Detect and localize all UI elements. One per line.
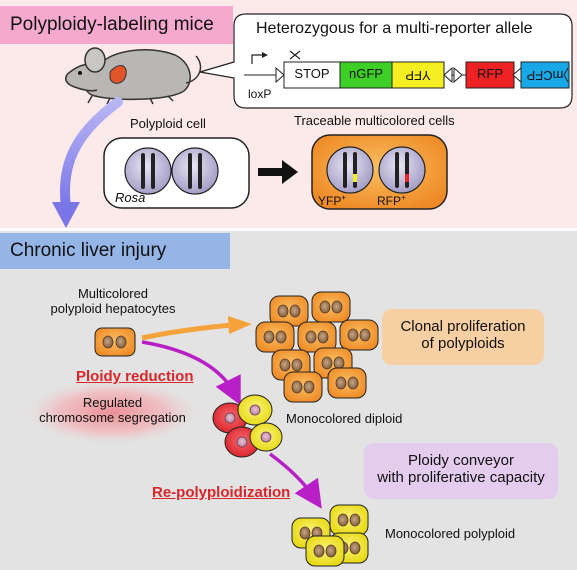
yellow-hepatocyte (305, 535, 345, 567)
traceable-label: Traceable multicolored cells (294, 113, 455, 128)
yfp-box (391, 61, 445, 89)
ploidy-reduction-label: Ploidy reduction (76, 368, 194, 385)
rfp-plus: + (401, 193, 406, 202)
diploid-cluster (212, 394, 283, 458)
clonal-box (382, 309, 544, 365)
orange-hepatocyte (327, 367, 367, 399)
mouse-icon (65, 47, 202, 105)
rfp-text: RFP (377, 194, 401, 208)
bottom-title-bg (0, 233, 230, 269)
segregation-blob (20, 378, 204, 446)
mcfp-label: mCFP (526, 67, 564, 83)
ngfp-box (339, 61, 393, 89)
rfp-box (465, 61, 515, 89)
yellow-hepatocyte (329, 504, 369, 536)
ngfp-label: nGFP (349, 66, 383, 81)
ploidy-reduction-arrow (141, 340, 241, 406)
clonal-arrow (141, 322, 233, 341)
rosa-label: Rosa (115, 190, 146, 205)
re-polyploidization-label: Re-polyploidization (152, 484, 291, 501)
stop-box (283, 61, 341, 89)
start-cells-label: Multicolored polyploid hepatocytes (50, 286, 176, 316)
regulated-segregation-label: Regulated chromosome segregation (39, 395, 186, 425)
stop-label: STOP (294, 66, 330, 81)
conveyor-box (364, 443, 558, 499)
yfp-plus: + (341, 193, 347, 202)
yfp-positive-label: YFP+ (318, 193, 346, 209)
top-title-bg (0, 6, 233, 44)
orange-clone-cluster (255, 291, 379, 403)
yellow-polyploid-cluster (291, 504, 369, 567)
conveyor-label: Ploidy conveyor with proliferative capac… (377, 452, 545, 487)
mcfp-box (520, 61, 570, 89)
rfp-label: RFP (477, 66, 503, 81)
traceable-cell (311, 134, 448, 210)
injury-arrow (60, 97, 123, 212)
allele-caption: Heterozygous for a multi-reporter allele (256, 20, 533, 37)
polyploid-cell (103, 137, 250, 209)
allele-construct (244, 50, 570, 89)
monocolored-polyploid-label: Monocolored polyploid (385, 526, 516, 541)
re-polyploidization-arrow (268, 452, 322, 509)
bottom-section-title: Chronic liver injury (10, 240, 167, 261)
orange-hepatocyte (339, 319, 379, 351)
yfp-label: YFP (405, 67, 431, 83)
orange-hepatocyte (283, 371, 323, 403)
polyploid-cell-label: Polyploid cell (130, 116, 206, 131)
orange-hepatocyte (297, 321, 337, 353)
start-hepatocyte (94, 327, 136, 357)
yfp-text: YFP (318, 194, 342, 208)
black-arrow (258, 160, 298, 184)
orange-hepatocyte (271, 349, 311, 381)
orange-hepatocyte (269, 295, 309, 327)
orange-hepatocyte (255, 321, 295, 353)
loxp-label: loxP (248, 87, 272, 101)
orange-hepatocyte (311, 291, 351, 323)
rfp-positive-label: RFP+ (377, 193, 406, 209)
top-section-title: Polyploidy-labeling mice (10, 14, 214, 35)
clonal-proliferation-label: Clonal proliferation of polyploids (400, 318, 526, 353)
monocolored-diploid-label: Monocolored diploid (286, 411, 403, 426)
